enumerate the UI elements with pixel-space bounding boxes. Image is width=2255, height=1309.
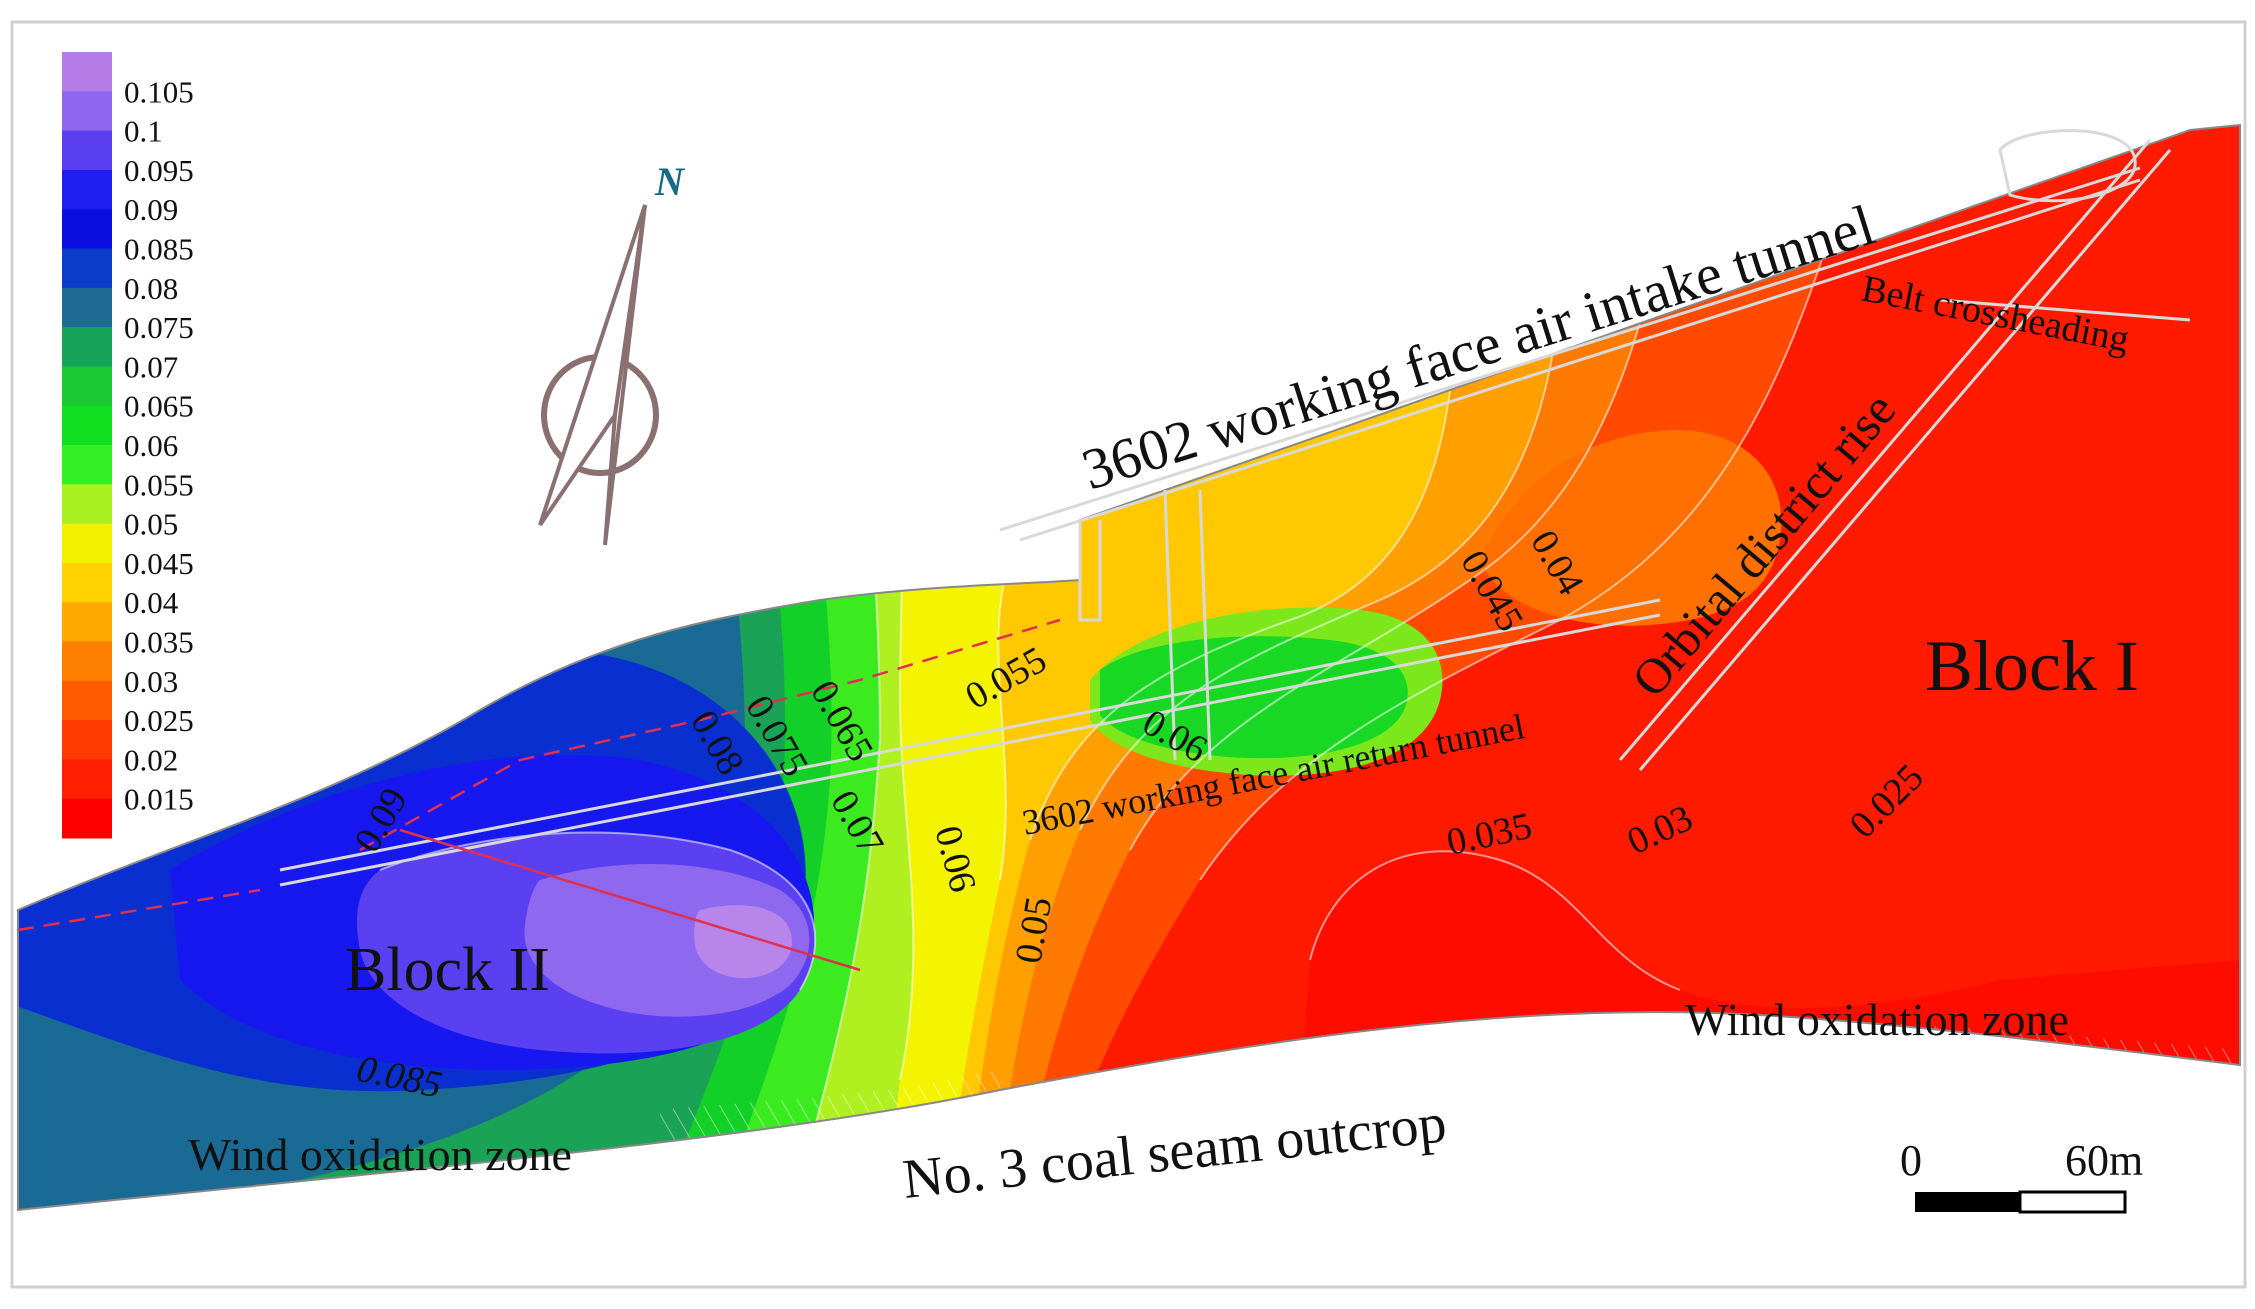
legend-swatch	[62, 641, 112, 682]
map-frame	[10, 20, 2247, 1289]
legend-swatch	[62, 602, 112, 642]
legend-swatch	[62, 405, 112, 446]
legend-swatch	[62, 798, 112, 839]
legend-swatch	[62, 366, 112, 407]
legend-swatch	[62, 759, 112, 800]
dashed-boundary	[17, 618, 1061, 932]
air-return-tunnel-line-lower	[279, 613, 1661, 887]
color-legend: 0.105 0.1 0.095 0.09 0.085 0.08 0.075 0.07 0.065…	[62, 52, 194, 839]
label-wind-oxidation-left: Wind oxidation zone	[188, 1129, 572, 1180]
belt-crossheading-line	[1939, 298, 2191, 322]
legend-value-label: 0.07	[124, 349, 178, 384]
air-return-tunnel-line	[279, 598, 1661, 872]
legend-value-label: 0.075	[124, 310, 194, 345]
north-arrow: N	[538, 159, 686, 546]
contour-lobe-orange	[1480, 430, 1782, 626]
scale-bar-start: 0	[1900, 1136, 1922, 1185]
legend-value-label: 0.08	[124, 271, 178, 306]
region-outline	[17, 123, 2241, 1212]
legend-swatch	[62, 720, 112, 760]
orbital-rise-line	[1618, 139, 2152, 761]
diagonal-red-line	[399, 828, 861, 972]
scale-bar: 0 60m	[1900, 1136, 2143, 1214]
legend-value-label: 0.05	[124, 507, 178, 542]
legend-value-label: 0.02	[124, 742, 178, 777]
legend-swatch	[62, 130, 112, 171]
label-coal-seam-outcrop: No. 3 coal seam outcrop	[900, 1092, 1449, 1211]
legend-value-label: 0.035	[124, 625, 194, 660]
legend-value-label: 0.065	[124, 389, 194, 424]
legend-swatch	[62, 248, 112, 289]
compass-north-label: N	[654, 159, 686, 204]
scale-bar-black-segment	[1915, 1192, 2020, 1212]
legend-swatch	[62, 523, 112, 564]
contour-band-violet	[524, 863, 810, 1017]
tunnel-loop-top	[1998, 129, 2137, 203]
legend-value-label: 0.045	[124, 546, 194, 581]
legend-value-label: 0.03	[124, 664, 178, 699]
legend-swatch	[62, 680, 112, 721]
legend-value-label: 0.06	[124, 428, 178, 463]
legend-value-label: 0.055	[124, 467, 194, 502]
connector-tunnel-3	[1198, 489, 1212, 761]
legend-swatch	[62, 562, 112, 603]
legend-value-label: 0.025	[124, 703, 194, 738]
orbital-rise-line-2	[1638, 149, 2172, 771]
air-intake-tunnel-line-lower	[1019, 178, 2141, 542]
legend-value-label: 0.105	[124, 74, 194, 109]
scale-bar-end: 60m	[2065, 1136, 2143, 1185]
tunnel-network	[279, 129, 2191, 887]
legend-value-label: 0.085	[124, 232, 194, 267]
connector-tunnel-2	[1163, 489, 1177, 761]
legend-value-label: 0.09	[124, 192, 178, 227]
label-block-2: Block II	[345, 936, 550, 1004]
legend-value-label: 0.015	[124, 782, 194, 817]
connector-tunnel-1	[1078, 520, 1102, 622]
legend-swatch	[62, 445, 112, 485]
legend-swatch	[62, 169, 112, 210]
legend-swatch	[62, 484, 112, 525]
legend-swatch	[62, 91, 112, 132]
legend-value-label: 0.095	[124, 153, 194, 188]
legend-value-label: 0.1	[124, 114, 163, 149]
legend-value-label: 0.04	[124, 585, 179, 620]
legend-swatch	[62, 327, 112, 367]
label-block-1: Block I	[1925, 626, 2139, 706]
label-wind-oxidation-right: Wind oxidation zone	[1685, 994, 2069, 1045]
scale-bar-white-segment	[2018, 1190, 2127, 1214]
legend-swatch	[62, 52, 112, 92]
legend-swatch	[62, 209, 112, 249]
compass-needle-tail	[603, 204, 647, 546]
air-intake-tunnel-line	[999, 166, 2141, 532]
legend-swatch	[62, 287, 112, 328]
contour-band-lilac	[694, 905, 792, 979]
